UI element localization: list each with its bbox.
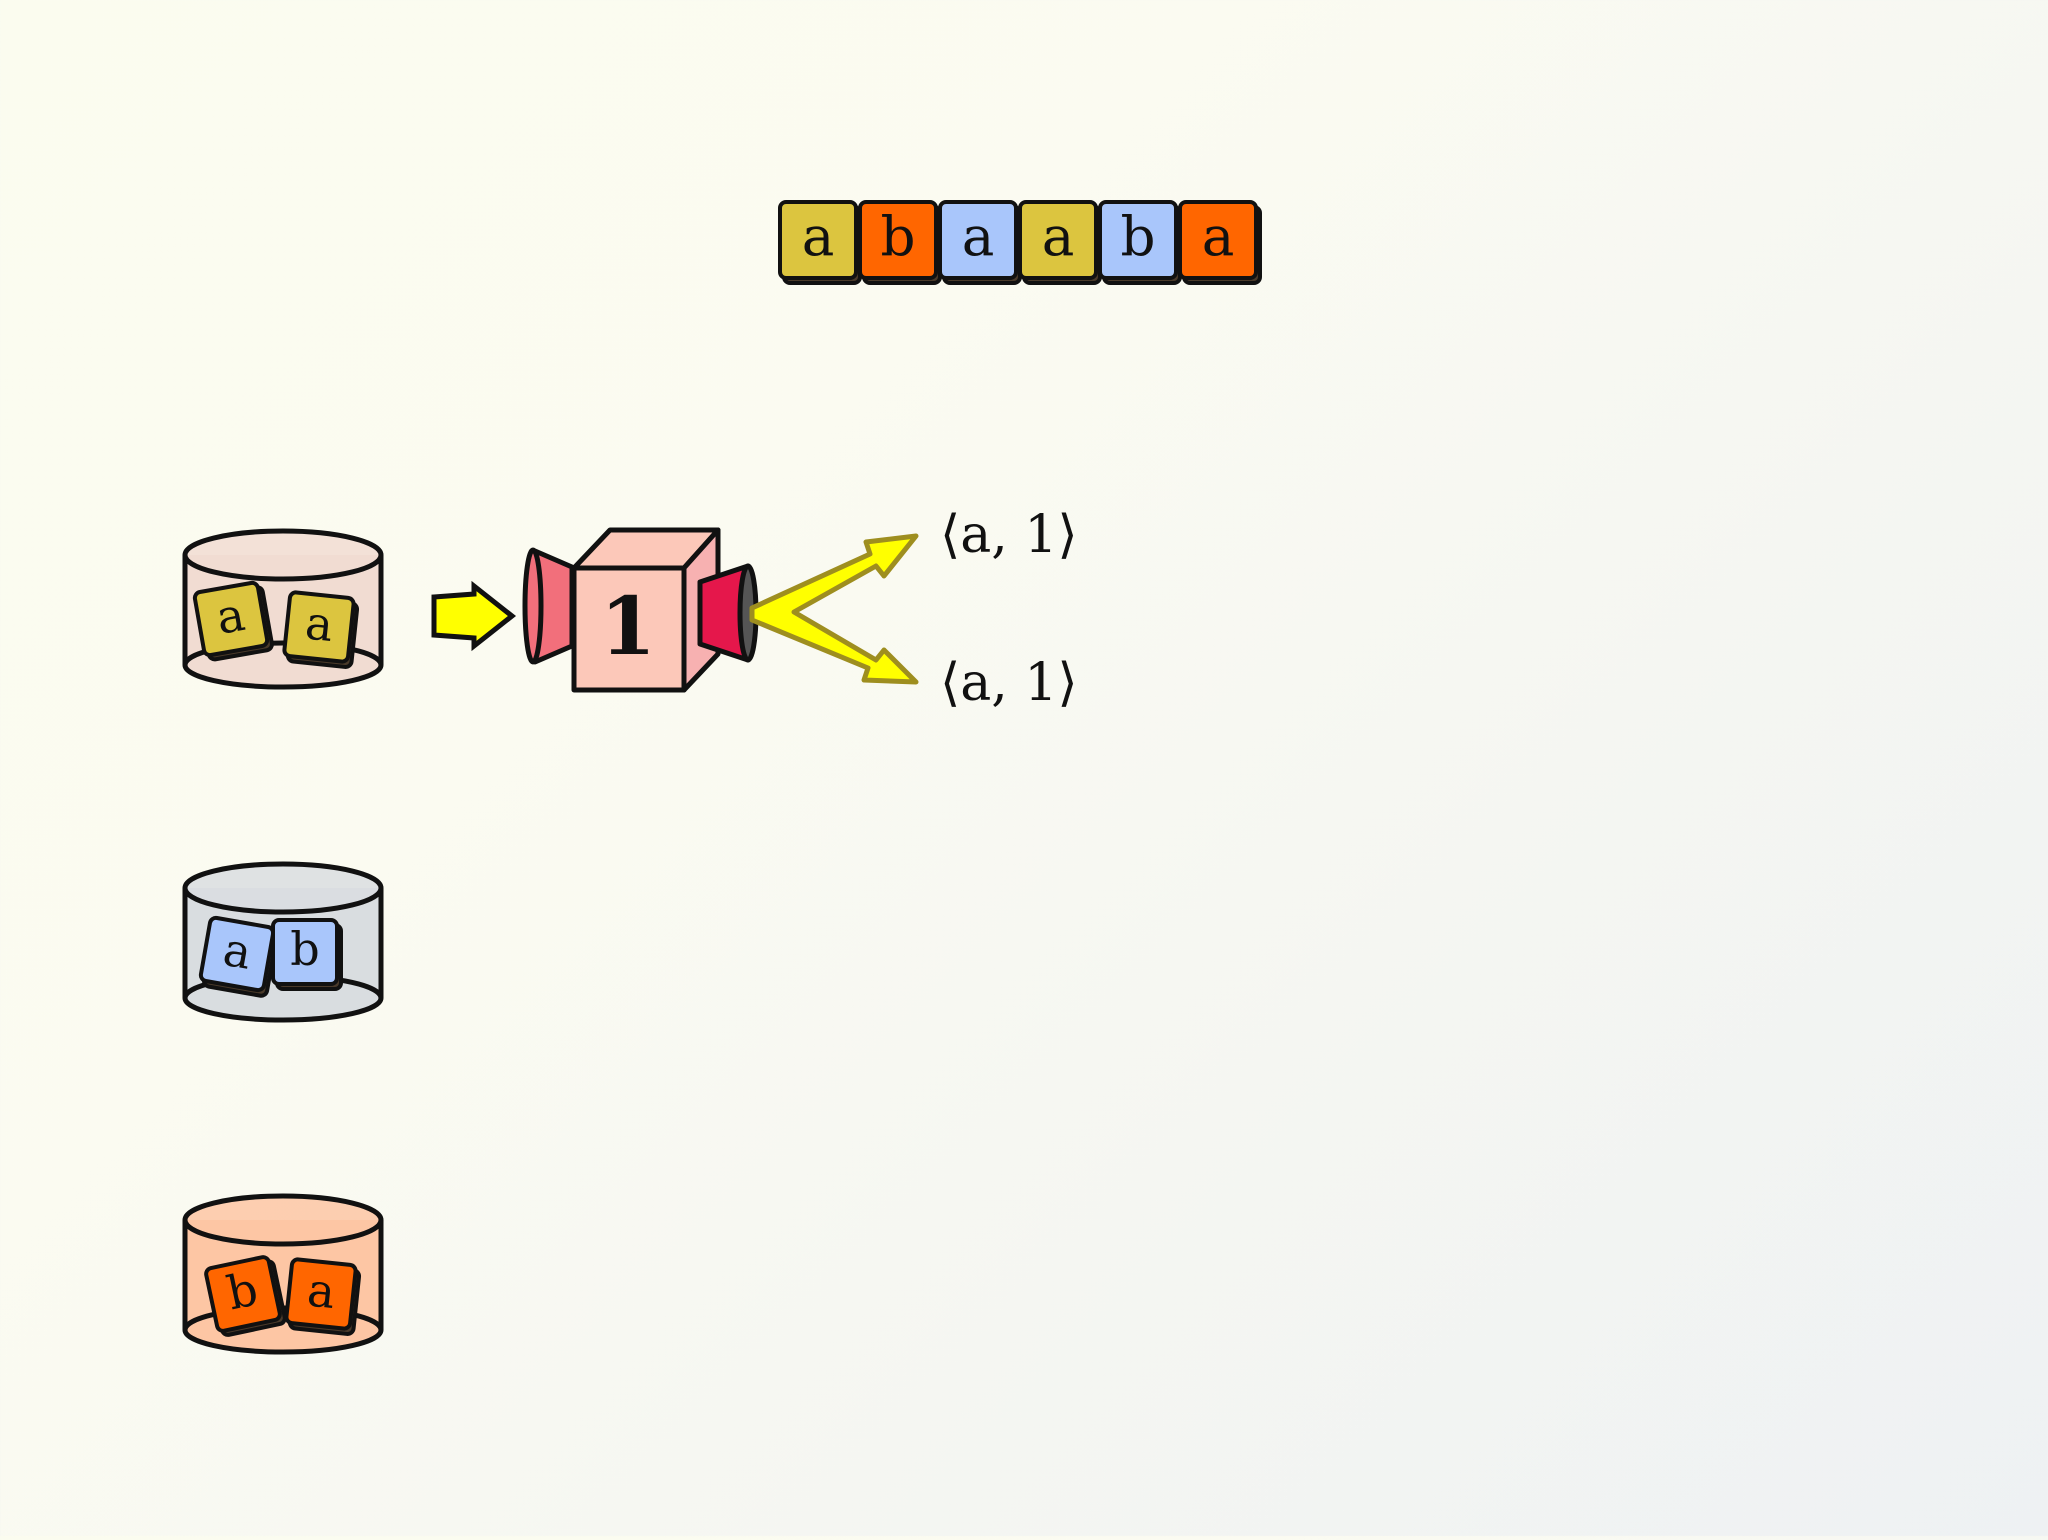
bin-rim	[182, 861, 384, 915]
bin-rim	[182, 528, 384, 582]
tile-letter: a	[1042, 204, 1075, 268]
tile-face	[271, 918, 339, 986]
input-arrow-icon	[431, 580, 517, 652]
output-arrows-icon	[749, 533, 919, 685]
bin-rim	[182, 1193, 384, 1247]
bin-tile-2: b	[271, 918, 343, 991]
tile-face	[858, 200, 938, 280]
sequence-tile-1: a	[778, 200, 862, 285]
bin-tile-2: a	[282, 590, 360, 669]
sequence-tile-6: a	[1178, 200, 1262, 285]
tile-face	[1018, 200, 1098, 280]
tile-face	[192, 580, 270, 658]
tile-letter: b	[1120, 204, 1155, 268]
sequence-tile-4: a	[1018, 200, 1102, 285]
output-label-2: ⟨a, 1⟩	[940, 653, 1078, 713]
tile-face	[938, 200, 1018, 280]
sequence-tile-3: a	[938, 200, 1022, 285]
tile-letter: b	[880, 204, 915, 268]
tile-letter: b	[290, 922, 320, 976]
sequence-tile-2: b	[858, 200, 942, 285]
output-label-1: ⟨a, 1⟩	[940, 505, 1078, 565]
tile-letter: a	[305, 1263, 338, 1320]
tile-letter: a	[303, 596, 336, 653]
tile-face	[284, 1257, 358, 1331]
tile-face	[282, 590, 356, 664]
mapper-label: 1	[600, 579, 656, 673]
bin-tile-1: a	[198, 915, 279, 998]
bin-tile-2: a	[284, 1257, 362, 1336]
tile-face	[198, 915, 276, 993]
tile-face	[1098, 200, 1178, 280]
tile-letter: a	[1202, 204, 1235, 268]
tile-face	[204, 1255, 282, 1333]
tile-letter: a	[962, 204, 995, 268]
mapper-box-icon: 1	[522, 527, 759, 693]
bin-tile-1: a	[192, 580, 274, 662]
tile-face	[1178, 200, 1258, 280]
sequence-tile-5: b	[1098, 200, 1182, 285]
tile-face	[778, 200, 858, 280]
bin-tile-1: b	[204, 1255, 287, 1337]
tile-letter: a	[802, 204, 835, 268]
